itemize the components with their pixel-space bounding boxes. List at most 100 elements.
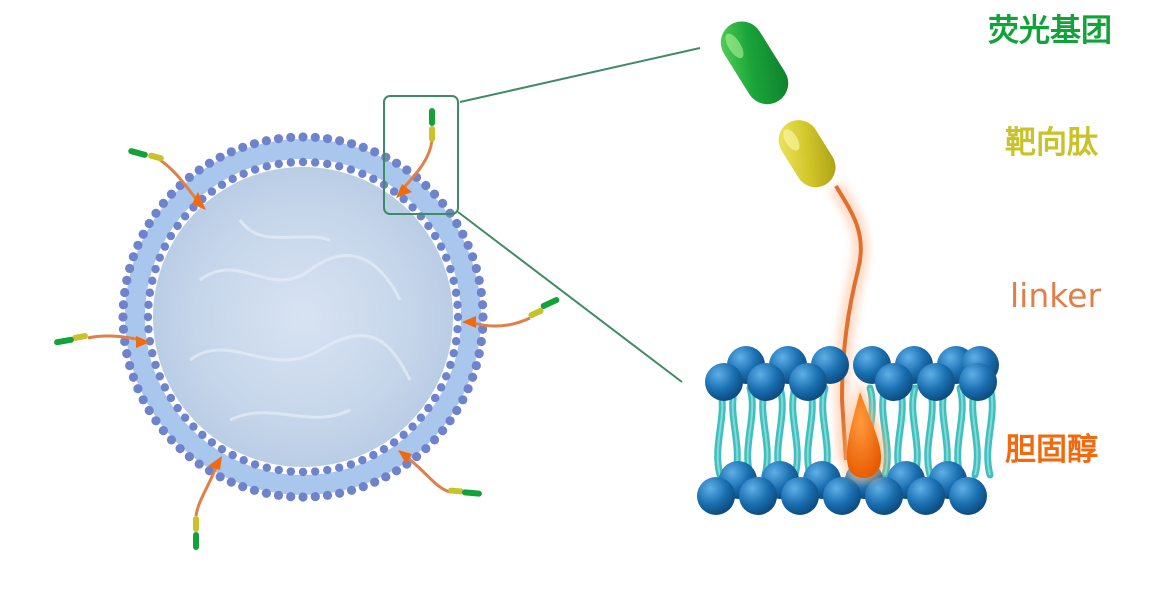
lipid-head bbox=[180, 413, 190, 422]
conjugate-bottom-right bbox=[398, 450, 482, 497]
lipid-head bbox=[747, 363, 785, 401]
lipid-head bbox=[358, 456, 367, 465]
lipid-head bbox=[379, 444, 389, 454]
lipid-head bbox=[249, 485, 260, 495]
lipid-head bbox=[411, 452, 422, 462]
liposome-bilayer-tails bbox=[125, 139, 481, 495]
lipid-head bbox=[451, 337, 461, 346]
lipid-head bbox=[286, 132, 296, 143]
lipid-head bbox=[144, 405, 154, 416]
lipid-head bbox=[298, 157, 308, 167]
lipid-head bbox=[145, 288, 155, 297]
lipid-head bbox=[477, 324, 488, 334]
lipid-head bbox=[446, 360, 455, 370]
lipid-head bbox=[438, 198, 448, 209]
lipid-head bbox=[310, 491, 320, 502]
lipid-head bbox=[438, 425, 448, 436]
outer-lipid-heads bbox=[118, 132, 488, 502]
lipid-head bbox=[166, 189, 177, 199]
lipid-head bbox=[478, 312, 488, 322]
lipid-head bbox=[204, 158, 215, 168]
lipid-head bbox=[322, 134, 333, 144]
lipid-head bbox=[424, 403, 433, 413]
lipid-head bbox=[143, 312, 153, 322]
lipid-head bbox=[458, 229, 468, 239]
lipid-head bbox=[250, 165, 260, 174]
lipid-head bbox=[452, 405, 462, 416]
lipid-head bbox=[184, 452, 195, 462]
lipid-head bbox=[781, 477, 819, 515]
lipid-head bbox=[310, 132, 320, 143]
lipid-head bbox=[442, 372, 451, 381]
lipid-heads-bottom bbox=[697, 461, 987, 515]
zoom-box bbox=[383, 95, 459, 215]
lipid-head bbox=[120, 287, 130, 298]
conjugate-left bbox=[54, 333, 150, 348]
lipid-head bbox=[217, 444, 227, 454]
lipid-head bbox=[158, 425, 168, 436]
lipid-head bbox=[370, 477, 380, 487]
lipid-head bbox=[429, 435, 440, 445]
lipid-head bbox=[907, 477, 945, 515]
lipid-head bbox=[421, 180, 431, 191]
lipid-head bbox=[705, 363, 743, 401]
lipid-head bbox=[476, 336, 486, 347]
lipid-head bbox=[474, 349, 484, 359]
lipid-head bbox=[421, 443, 431, 454]
conjugate-right bbox=[462, 297, 560, 328]
inner-lipid-heads bbox=[143, 157, 463, 477]
lipid-head bbox=[449, 276, 458, 286]
lipid-head bbox=[298, 492, 308, 502]
lipid-head bbox=[310, 467, 320, 476]
lipid-head bbox=[416, 413, 426, 422]
lipid-head bbox=[194, 459, 204, 469]
lipid-head bbox=[430, 231, 440, 241]
lipid-head bbox=[389, 438, 399, 447]
lipid-head bbox=[226, 477, 236, 487]
lipid-head bbox=[238, 142, 248, 152]
lipid-head bbox=[402, 165, 412, 175]
lipid-head bbox=[476, 287, 486, 298]
lipid-head bbox=[148, 276, 157, 286]
lipid-head bbox=[215, 472, 225, 482]
lipid-head bbox=[322, 490, 333, 500]
lipid-head bbox=[133, 240, 143, 250]
lipid-head bbox=[875, 363, 913, 401]
lipid-head bbox=[138, 229, 148, 239]
lipid-head bbox=[468, 252, 478, 262]
lipid-head bbox=[323, 159, 332, 169]
lipid-head bbox=[381, 152, 391, 162]
lipid-head bbox=[144, 324, 153, 334]
targeting-peptide-capsule bbox=[778, 120, 836, 188]
lipid-head bbox=[453, 324, 462, 334]
fluorophore-capsule bbox=[720, 21, 789, 105]
lipid-head bbox=[335, 488, 345, 498]
lipid-head bbox=[823, 477, 861, 515]
lipid-head bbox=[463, 384, 473, 394]
lipid-head bbox=[250, 460, 260, 469]
lipid-head bbox=[286, 491, 296, 502]
lipid-head bbox=[789, 363, 827, 401]
lipid-head bbox=[262, 463, 272, 472]
lipid-head bbox=[391, 158, 402, 168]
lipid-head bbox=[474, 275, 484, 285]
lipid-head bbox=[120, 336, 130, 347]
lipid-head bbox=[399, 430, 408, 440]
lipid-head bbox=[391, 466, 402, 476]
lipid-head bbox=[370, 147, 380, 157]
lipid-head bbox=[249, 139, 260, 149]
lipid-head bbox=[471, 263, 481, 274]
lipid-head bbox=[430, 393, 440, 403]
lipid-head bbox=[959, 363, 997, 401]
lipid-head bbox=[262, 162, 272, 171]
lipid-head bbox=[452, 218, 462, 229]
lipid-head bbox=[449, 348, 458, 358]
lipid-heads-top bbox=[705, 346, 999, 401]
lipid-head bbox=[118, 300, 129, 310]
lipid-head bbox=[160, 242, 170, 251]
lipid-head bbox=[429, 189, 440, 199]
lipid-head bbox=[358, 142, 368, 152]
lipid-head bbox=[118, 324, 129, 334]
lipid-head bbox=[128, 372, 138, 382]
